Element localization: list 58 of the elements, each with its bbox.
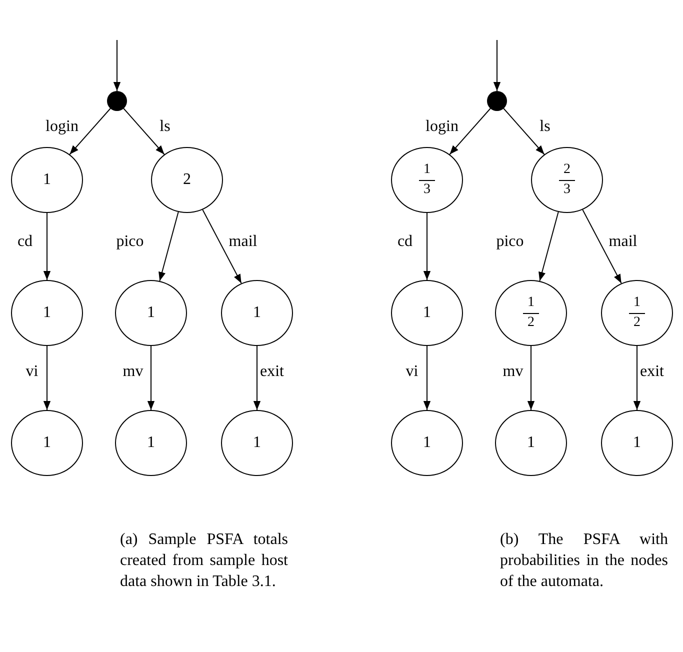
- denominator: 2: [528, 316, 534, 330]
- arrow: [423, 212, 431, 280]
- count-value: 1: [147, 304, 155, 322]
- arrow: [633, 346, 641, 410]
- start-dot: [107, 91, 127, 111]
- count-value: 1: [253, 434, 261, 452]
- arrow: [158, 212, 179, 282]
- arrow: [43, 212, 51, 280]
- count-value: 1: [147, 434, 155, 452]
- edge-label: mv: [122, 364, 144, 380]
- edge-label: vi: [26, 364, 38, 380]
- denominator: 2: [634, 316, 640, 330]
- arrow: [147, 346, 155, 410]
- denominator: 3: [424, 182, 430, 198]
- edge-label: mail: [608, 234, 638, 250]
- edge-label: ls: [160, 119, 170, 135]
- arrow: [449, 108, 491, 155]
- edge-label: mail: [228, 234, 258, 250]
- arrow: [113, 40, 121, 92]
- edge-label: exit: [260, 364, 284, 380]
- start-dot: [487, 91, 507, 111]
- numerator: 1: [528, 296, 534, 310]
- edge-label: pico: [116, 234, 144, 250]
- edge-label: cd: [17, 234, 33, 250]
- arrow: [69, 108, 111, 155]
- count-value: 1: [253, 304, 261, 322]
- count-value: 1: [43, 304, 51, 322]
- arrow: [202, 209, 242, 284]
- arrow: [253, 346, 261, 410]
- edge-label: cd: [397, 234, 413, 250]
- numerator: 2: [564, 162, 570, 178]
- arrow: [123, 108, 165, 155]
- arrow: [43, 346, 51, 410]
- arrow: [493, 40, 501, 92]
- edge-label: vi: [406, 364, 418, 380]
- edge-label: exit: [640, 364, 664, 380]
- count-value: 1: [633, 434, 641, 452]
- numerator: 1: [634, 296, 640, 310]
- arrow: [423, 346, 431, 410]
- subfigure-caption: (a) Sample PSFA totals created from sample host data shown in Table 3.1.: [120, 530, 288, 592]
- edge-label: login: [46, 119, 78, 135]
- edge-label: login: [426, 119, 458, 135]
- count-value: 2: [183, 172, 191, 188]
- count-value: 1: [527, 434, 535, 452]
- count-value: 1: [43, 434, 51, 452]
- arrow: [527, 346, 535, 410]
- denominator: 3: [564, 182, 570, 198]
- edge-label: pico: [496, 234, 524, 250]
- arrow: [538, 212, 559, 282]
- subfigure-caption: (b) The PSFA with probabilities in the nodes of the automata.: [500, 530, 668, 592]
- arrow: [503, 108, 545, 155]
- edge-label: ls: [540, 119, 550, 135]
- numerator: 1: [424, 162, 430, 178]
- count-value: 1: [423, 304, 431, 322]
- edge-label: mv: [502, 364, 524, 380]
- count-value: 1: [423, 434, 431, 452]
- count-value: 1: [43, 172, 51, 188]
- arrow: [582, 209, 622, 284]
